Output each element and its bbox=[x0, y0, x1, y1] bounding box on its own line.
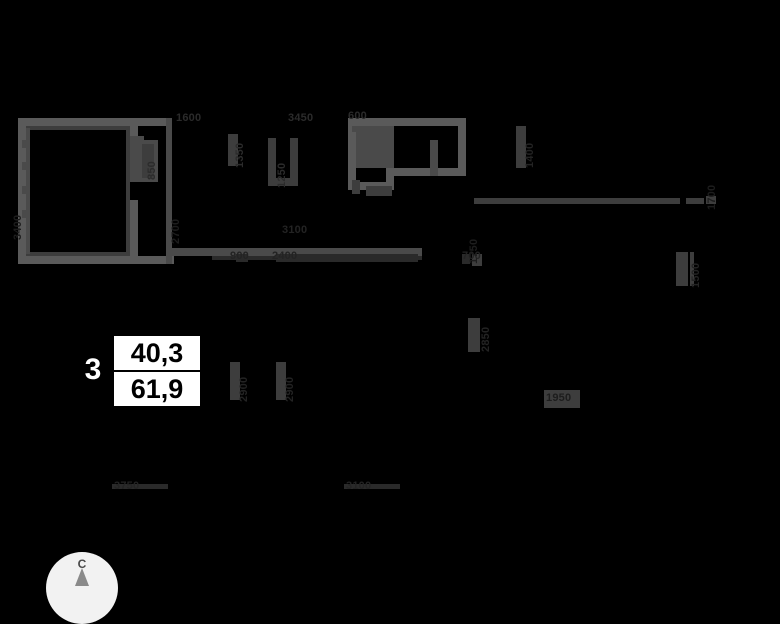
living-area-value: 40,3 bbox=[114, 336, 200, 372]
wall-segment bbox=[676, 252, 688, 286]
wall-segment bbox=[386, 168, 394, 190]
dimension-label: 1250 bbox=[276, 162, 288, 188]
fixture bbox=[352, 126, 388, 132]
dimension-label: 3450 bbox=[288, 112, 314, 124]
wall-segment bbox=[166, 118, 172, 264]
dimension-label: 2700 bbox=[170, 218, 182, 244]
fixture bbox=[366, 186, 392, 196]
dimension-line bbox=[276, 254, 418, 262]
dimension-label: 850 bbox=[146, 161, 158, 180]
wall-segment bbox=[230, 362, 240, 400]
wall-segment bbox=[348, 118, 356, 190]
wall-segment bbox=[268, 178, 298, 186]
dimension-label: 1600 bbox=[176, 112, 202, 124]
wall-segment bbox=[686, 198, 704, 204]
wall-segment bbox=[472, 254, 482, 266]
wall-segment bbox=[172, 248, 422, 256]
dimension-line bbox=[112, 484, 168, 489]
wall-inner-edge bbox=[26, 128, 30, 254]
fixture bbox=[352, 180, 360, 194]
wall-notch bbox=[22, 186, 27, 194]
dimension-label: 600 bbox=[348, 110, 367, 122]
dimension-label: 900 bbox=[230, 250, 249, 262]
wall-segment bbox=[386, 168, 466, 176]
dimension-label: 1350 bbox=[234, 142, 246, 168]
wall-segment bbox=[706, 196, 716, 204]
wall-notch bbox=[22, 210, 27, 218]
dimension-label: 2850 bbox=[480, 326, 492, 352]
dimension-label: 1750 bbox=[468, 238, 480, 264]
wall-segment bbox=[18, 118, 166, 126]
wall-segment bbox=[690, 252, 694, 286]
balcony-niche-inner bbox=[142, 144, 154, 178]
room-interior-fill bbox=[30, 130, 126, 252]
apartment-number: 3 bbox=[84, 353, 102, 386]
compass-rose-icon: С bbox=[46, 552, 118, 624]
wall-segment bbox=[290, 138, 298, 182]
dimension-label: 1950 bbox=[546, 392, 572, 404]
wall-segment bbox=[468, 318, 480, 352]
dimension-label: 3100 bbox=[346, 480, 372, 492]
wall-segment bbox=[516, 126, 526, 168]
fixture bbox=[430, 140, 438, 176]
wall-segment bbox=[130, 200, 138, 264]
dimension-label: 2900 bbox=[284, 376, 296, 402]
dimension-label: 3750 bbox=[114, 480, 140, 492]
dimension-label: 3400 bbox=[12, 214, 24, 240]
wall-segment bbox=[276, 362, 286, 400]
dimension-line bbox=[344, 484, 400, 489]
wall-notch bbox=[22, 162, 27, 170]
area-label-box: 40,3 61,9 bbox=[112, 334, 202, 408]
dimension-label: 3100 bbox=[282, 224, 308, 236]
wall-segment bbox=[568, 198, 680, 204]
wall-notch bbox=[22, 140, 27, 148]
wall-segment bbox=[18, 256, 174, 264]
wall-segment bbox=[348, 118, 466, 126]
total-area-value: 61,9 bbox=[130, 373, 184, 404]
compass-north-label: С bbox=[77, 557, 87, 571]
dimension-label: 700 bbox=[462, 250, 481, 262]
dimension-label: 2900 bbox=[238, 376, 250, 402]
dimension-tick bbox=[236, 254, 248, 262]
wall-segment bbox=[268, 138, 276, 186]
wall-segment bbox=[544, 390, 580, 408]
dimension-label: 1400 bbox=[524, 142, 536, 168]
dimension-tick bbox=[462, 254, 470, 264]
room-interior bbox=[356, 126, 394, 168]
compass-needle-icon bbox=[75, 568, 89, 586]
wall-segment bbox=[458, 118, 466, 176]
dimension-label: 1500 bbox=[690, 262, 702, 288]
dimension-label: 1700 bbox=[706, 184, 718, 210]
dimension-label: 2400 bbox=[272, 250, 298, 262]
floor-plan-canvas: 1600 3450 600 1350 1250 850 3100 900 240… bbox=[12, 110, 718, 624]
wall-segment bbox=[228, 134, 238, 166]
